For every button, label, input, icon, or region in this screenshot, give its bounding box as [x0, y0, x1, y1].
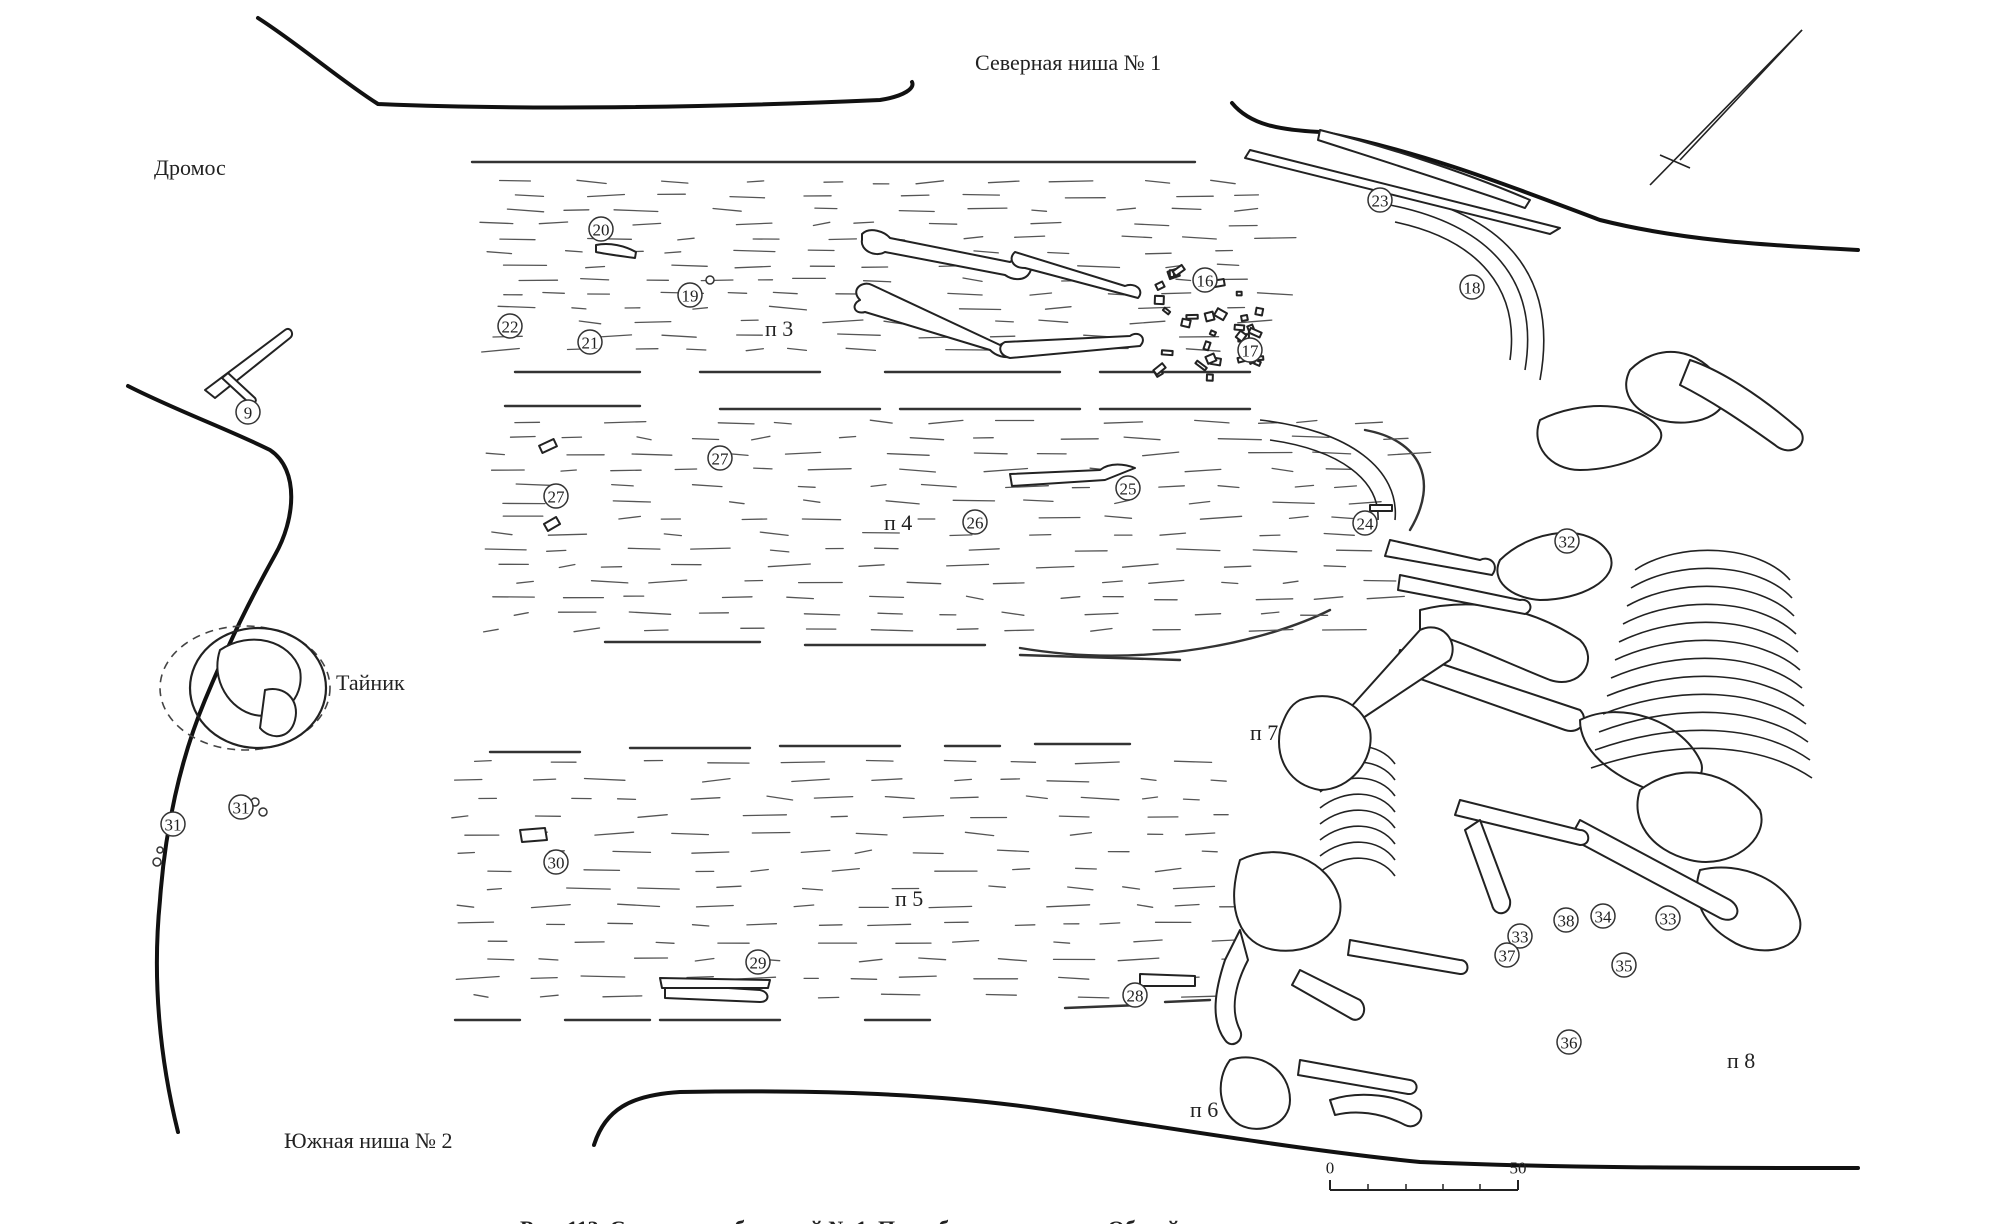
skeleton-p6 — [1214, 851, 1469, 1130]
label-p3: п 3 — [765, 316, 793, 341]
chamber-walls — [126, 16, 1860, 1170]
find-number: 17 — [1242, 342, 1260, 361]
label-dromos: Дромос — [154, 155, 226, 180]
find-number: 18 — [1464, 279, 1481, 298]
label-p7: п 7 — [1250, 720, 1278, 745]
artifact-28-blade — [1139, 973, 1196, 987]
artifact-30-comb — [519, 827, 548, 843]
north-niche-wall-right — [1230, 101, 1860, 252]
skeleton-p8-torso — [1394, 351, 1804, 952]
find-marker: 26 — [962, 509, 988, 535]
label-cache: Тайник — [336, 670, 405, 695]
find-number: 20 — [593, 221, 610, 240]
find-marker: 31 — [228, 794, 254, 820]
artifact-27-b — [542, 516, 562, 532]
find-number: 25 — [1120, 480, 1137, 499]
find-marker: 31 — [160, 811, 186, 837]
label-p8: п 8 — [1727, 1048, 1755, 1073]
south-niche-wall — [592, 1089, 1860, 1170]
find-marker: 17 — [1237, 337, 1263, 363]
find-number: 33 — [1660, 910, 1677, 929]
find-marker: 23 — [1367, 187, 1393, 213]
find-number: 36 — [1561, 1034, 1578, 1053]
find-number: 31 — [233, 799, 250, 818]
find-marker: 36 — [1556, 1029, 1582, 1055]
find-number: 27 — [712, 450, 730, 469]
find-number: 37 — [1499, 947, 1517, 966]
north-niche-wall-left — [256, 16, 915, 110]
find-number: 35 — [1616, 957, 1633, 976]
artifact-24 — [1369, 504, 1393, 512]
find-marker: 29 — [745, 949, 771, 975]
scale-start: 0 — [1326, 1159, 1335, 1178]
find-number: 34 — [1595, 908, 1613, 927]
artifact-20-blade — [595, 242, 637, 259]
find-marker: 33 — [1655, 905, 1681, 931]
find-number: 27 — [548, 488, 566, 507]
find-number: 24 — [1357, 515, 1375, 534]
find-number: 16 — [1197, 272, 1214, 291]
find-marker: 33 — [1507, 923, 1533, 949]
label-south-niche: Южная ниша № 2 — [284, 1128, 452, 1153]
skeleton-p7 — [1278, 539, 1590, 915]
find-marker: 24 — [1352, 510, 1378, 536]
platform-lines — [453, 160, 1426, 1022]
find-marker: 9 — [235, 399, 261, 425]
find-marker: 21 — [577, 329, 603, 355]
find-number: 32 — [1559, 533, 1576, 552]
find-number: 28 — [1127, 987, 1144, 1006]
rings-31 — [152, 275, 715, 867]
find-number: 31 — [165, 816, 182, 835]
find-marker: 19 — [677, 282, 703, 308]
artifact-27-a — [538, 437, 558, 455]
find-number: 23 — [1372, 192, 1389, 211]
find-marker: 28 — [1122, 982, 1148, 1008]
plan-labels: Северная ниша № 1 Дромос Тайник Южная ни… — [154, 50, 1755, 1153]
label-p5: п 5 — [895, 886, 923, 911]
find-marker: 22 — [497, 313, 523, 339]
label-north-niche: Северная ниша № 1 — [975, 50, 1161, 75]
find-number: 19 — [682, 287, 699, 306]
artifact-23-blade — [1317, 129, 1531, 209]
find-number: 21 — [582, 334, 599, 353]
label-p4: п 4 — [884, 510, 912, 535]
find-marker: 27 — [543, 483, 569, 509]
find-marker: 18 — [1459, 274, 1485, 300]
curved-hatching — [1259, 189, 1545, 521]
find-marker: 32 — [1554, 528, 1580, 554]
find-marker: 35 — [1611, 952, 1637, 978]
north-arrow — [1649, 29, 1803, 186]
artifact-23-spear — [1244, 149, 1561, 235]
cache-pit — [159, 625, 331, 751]
find-marker: 34 — [1590, 903, 1616, 929]
find-markers: 9 16 17 18 19 20 21 22 23 24 25 26 27 27 28 29 30 31 31 32 3… — [160, 187, 1681, 1055]
artifacts — [204, 129, 1561, 1003]
find-number: 9 — [244, 404, 253, 423]
find-marker: 30 — [543, 849, 569, 875]
skeleton-p3 — [853, 229, 1144, 359]
find-number: 29 — [750, 954, 767, 973]
find-marker: 25 — [1115, 475, 1141, 501]
artifact-9-pick — [204, 328, 294, 399]
scale-end: 50 — [1510, 1159, 1527, 1178]
scale-bar: 0 50 — [1326, 1159, 1527, 1191]
find-marker: 38 — [1553, 907, 1579, 933]
find-number: 22 — [502, 318, 519, 337]
artifact-29-blade2 — [659, 977, 771, 989]
find-marker: 37 — [1494, 942, 1520, 968]
find-number: 33 — [1512, 928, 1529, 947]
west-wall — [126, 384, 294, 1134]
find-marker: 27 — [707, 445, 733, 471]
find-number: 30 — [548, 854, 565, 873]
find-number: 26 — [967, 514, 984, 533]
figure-caption: Рис. 113. Склеп погребальный № 1. Погреб… — [520, 1216, 1234, 1224]
find-marker: 16 — [1192, 267, 1218, 293]
label-p6: п 6 — [1190, 1097, 1218, 1122]
artifact-25-sword — [1009, 463, 1136, 487]
find-number: 38 — [1558, 912, 1575, 931]
find-marker: 20 — [588, 216, 614, 242]
